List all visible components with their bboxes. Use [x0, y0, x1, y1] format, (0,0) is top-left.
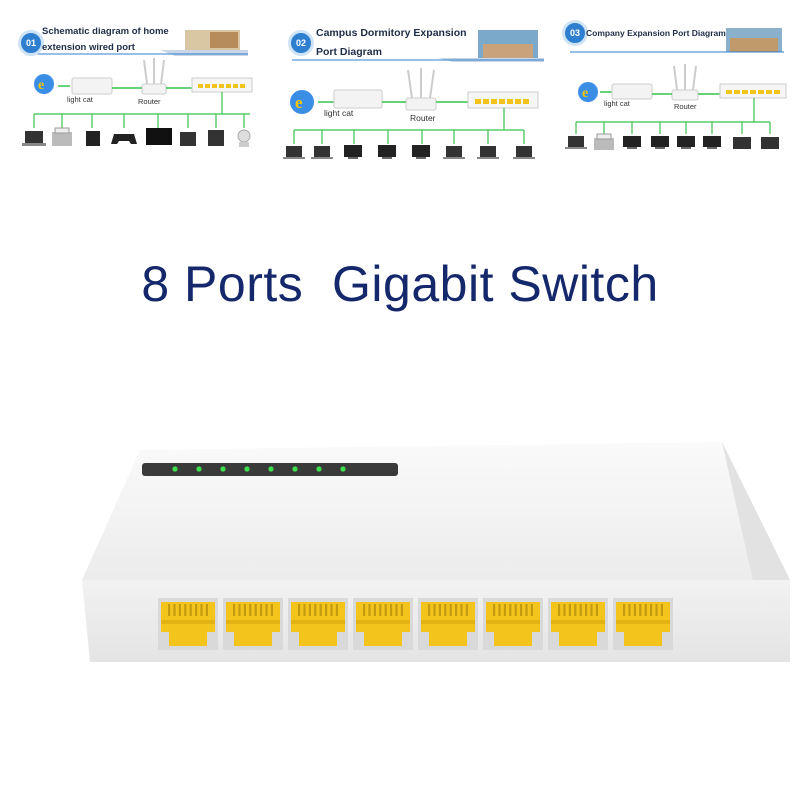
status-led [172, 466, 178, 472]
ethernet-port [353, 598, 413, 650]
status-led [316, 466, 322, 472]
svg-text:e: e [582, 86, 588, 101]
panel-title-line1: Schematic diagram of home [42, 26, 169, 37]
ethernet-port [223, 598, 283, 650]
panel-number-badge: 02 [288, 30, 314, 56]
panel-number-badge: 01 [18, 30, 44, 56]
switch-top-surface [82, 442, 790, 580]
router-label: Router [674, 102, 697, 111]
panel-title-line1: Campus Dormitory Expansion [316, 27, 467, 39]
router-label: Router [410, 113, 436, 123]
light-cat-label: light cat [604, 99, 630, 108]
network-diagram-company: e [565, 28, 787, 150]
light-cat-label: light cat [67, 95, 93, 104]
ethernet-port [288, 598, 348, 650]
ethernet-port [158, 598, 218, 650]
svg-text:e: e [38, 78, 44, 93]
status-led [292, 466, 298, 472]
network-diagram-home: e [22, 30, 253, 147]
router-label: Router [138, 97, 161, 106]
light-cat-label: light cat [324, 108, 354, 118]
panel-title-line2: Port Diagram [316, 46, 382, 58]
diagram-panel-company: e 03 Company Expansion Port Diagram ligh… [558, 10, 790, 160]
diagram-panel-campus: e 02 Campus Dormitory Expansion Port Dia… [278, 10, 548, 160]
diagram-panel-home: e 01 Schematic diagram of home extension… [10, 10, 272, 160]
product-headline: 8 Ports Gigabit Switch [141, 256, 659, 312]
svg-text:e: e [295, 93, 303, 112]
ethernet-port [548, 598, 608, 650]
panel-title-line2: extension wired port [42, 42, 135, 53]
status-led [244, 466, 250, 472]
status-led [196, 466, 202, 472]
status-led [220, 466, 226, 472]
network-diagram-campus: e [283, 30, 544, 159]
ethernet-port [483, 598, 543, 650]
ethernet-port [418, 598, 478, 650]
ethernet-port [613, 598, 673, 650]
panel-title-line1: Company Expansion Port Diagram [586, 28, 726, 38]
status-led [340, 466, 346, 472]
status-led [268, 466, 274, 472]
panel-number-badge: 03 [562, 20, 588, 46]
